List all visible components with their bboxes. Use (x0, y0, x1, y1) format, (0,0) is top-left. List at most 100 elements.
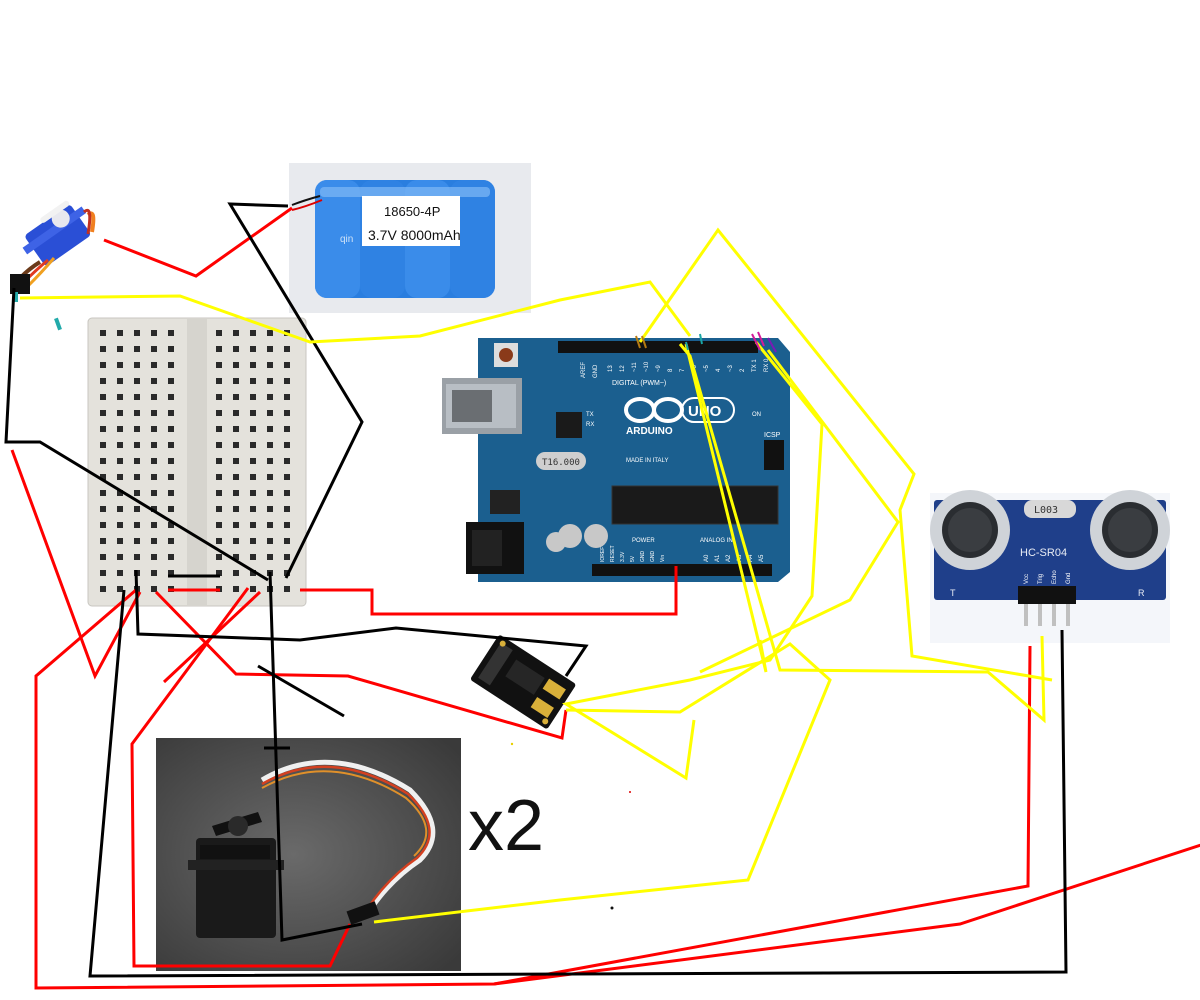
arduino-tx-label: TX (586, 412, 594, 418)
arduino-digital-pin-label: ~3 (728, 364, 734, 372)
breadboard-hole (134, 330, 140, 336)
breadboard-hole (134, 490, 140, 496)
breadboard-hole (168, 394, 174, 400)
breadboard-hole (216, 330, 222, 336)
breadboard-hole (117, 410, 123, 416)
breadboard-hole (117, 458, 123, 464)
breadboard-hole (267, 410, 273, 416)
breadboard-hole (216, 426, 222, 432)
ultrasonic-model-label: HC-SR04 (1020, 547, 1067, 559)
breadboard-hole (100, 426, 106, 432)
breadboard-hole (168, 554, 174, 560)
breadboard-hole (100, 586, 106, 592)
breadboard-hole (216, 362, 222, 368)
breadboard-hole (216, 458, 222, 464)
wire-red-ultrasonic-vcc (493, 645, 1032, 986)
breadboard-hole (284, 586, 290, 592)
arduino-uno-board-icon: T16.000 ICSP UNO ARDUINO MADE IN ITALY D… (442, 338, 790, 582)
arduino-brand-label: ARDUINO (626, 426, 673, 437)
wire-yellow-arduino-long (684, 343, 768, 673)
breadboard-hole (233, 586, 239, 592)
breadboard-hole (100, 346, 106, 352)
breadboard-hole (267, 554, 273, 560)
breadboard-hole (134, 538, 140, 544)
breadboard-hole (250, 362, 256, 368)
wire-black-diagonal (257, 664, 345, 718)
breadboard-hole (233, 410, 239, 416)
breadboard-hole (168, 538, 174, 544)
arduino-analog-pin-label: A0 (704, 554, 710, 562)
breadboard-hole (250, 490, 256, 496)
breadboard-hole (151, 554, 157, 560)
pwm-servo-driver-icon (470, 635, 576, 729)
breadboard-hole (134, 458, 140, 464)
breadboard-hole (117, 442, 123, 448)
breadboard-hole (151, 362, 157, 368)
breadboard-hole (151, 330, 157, 336)
arduino-digital-pin-label: RX 0 (764, 358, 770, 372)
arduino-digital-header-label: DIGITAL (PWM~) (612, 380, 666, 387)
ultrasonic-pin-label: Echo (1052, 570, 1058, 584)
breadboard-hole (233, 362, 239, 368)
breadboard-hole (250, 442, 256, 448)
breadboard-hole (100, 458, 106, 464)
ultrasonic-crystal-label: L003 (1034, 505, 1058, 516)
breadboard-hole (233, 426, 239, 432)
arduino-digital-pin-label: ~10 (644, 361, 650, 372)
arduino-icsp-label: ICSP (764, 432, 781, 439)
breadboard-hole (100, 330, 106, 336)
breadboard-hole (267, 378, 273, 384)
arduino-crystal-label: T16.000 (542, 458, 580, 468)
breadboard-hole (117, 378, 123, 384)
arduino-power-pin-label: RESET (610, 545, 616, 562)
breadboard-hole (250, 522, 256, 528)
breadboard-hole (100, 554, 106, 560)
arduino-aref-label: AREF (581, 362, 587, 378)
arduino-digital-pin-label: 13 (608, 365, 614, 372)
breadboard-hole (284, 522, 290, 528)
wire-red-bb-to-left (10, 449, 142, 680)
breadboard-hole (233, 506, 239, 512)
arduino-power-pin-label: 5V (630, 555, 636, 562)
standard-servo-icon (156, 738, 461, 971)
breadboard-hole (250, 538, 256, 544)
arduino-digital-pin-label: 12 (620, 365, 626, 372)
breadboard-hole (284, 474, 290, 480)
breadboard-hole (117, 586, 123, 592)
arduino-digital-pin-label: 2 (740, 368, 746, 372)
breadboard-hole (134, 346, 140, 352)
breadboard-hole (151, 490, 157, 496)
breadboard-hole (250, 506, 256, 512)
arduino-power-pin-label: IOREF (600, 547, 606, 562)
breadboard-hole (117, 426, 123, 432)
breadboard-hole (216, 490, 222, 496)
breadboard-hole (117, 506, 123, 512)
arduino-gnd-label: GND (593, 364, 599, 378)
breadboard-hole (168, 506, 174, 512)
arduino-digital-pin-label: ~11 (632, 362, 638, 372)
breadboard-hole (250, 474, 256, 480)
battery-rating-label: 3.7V 8000mAh (368, 227, 461, 243)
wire-yellow-arduino-to-ultrasonic (699, 349, 900, 674)
stray-dot (629, 791, 631, 793)
breadboard-hole (233, 442, 239, 448)
wire-red-breadboard-rail (300, 566, 678, 616)
breadboard-hole (267, 490, 273, 496)
breadboard-hole (134, 410, 140, 416)
breadboard-hole (233, 394, 239, 400)
breadboard-hole (100, 394, 106, 400)
wires-signal (19, 227, 1053, 924)
wire-black-battery-to-bb (227, 202, 364, 579)
breadboard-hole (117, 330, 123, 336)
breadboard-hole (284, 442, 290, 448)
breadboard-hole (134, 362, 140, 368)
breadboard-hole (233, 330, 239, 336)
breadboard-hole (284, 394, 290, 400)
battery-pack-icon: 18650-4P 3.7V 8000mAh qin (289, 163, 531, 313)
breadboard-hole (168, 426, 174, 432)
breadboard-hole (117, 490, 123, 496)
breadboard-hole (216, 394, 222, 400)
breadboard-hole (250, 554, 256, 560)
